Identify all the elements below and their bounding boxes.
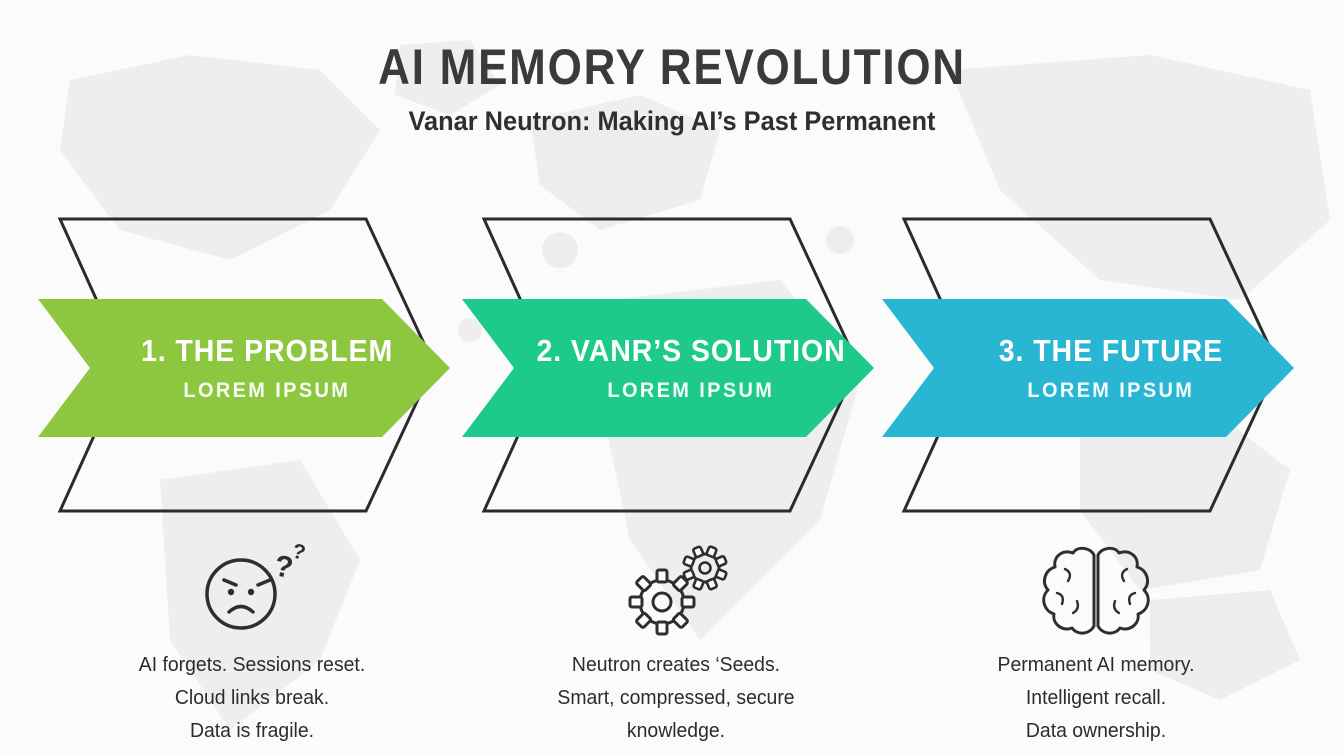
brain-icon <box>1042 546 1150 635</box>
step-description: Neutron creates ‘Seeds. Smart, compresse… <box>463 649 890 748</box>
step-arrow-shape <box>462 299 874 437</box>
step-icon-area <box>456 537 896 641</box>
step-description-line: Neutron creates ‘Seeds. <box>571 654 781 676</box>
step-description-line: Smart, compressed, secure <box>557 687 795 709</box>
step-icon-area: ? ? <box>32 537 472 641</box>
step-description-line: AI forgets. Sessions reset. <box>138 654 366 676</box>
step-chevron-graphic <box>462 217 874 513</box>
step-description-line: Data ownership. <box>1025 720 1167 742</box>
step-1-problem: 1. THE PROBLEM LOREM IPSUM ? ? A <box>32 215 472 748</box>
step-2-solution: 2. VANR’S SOLUTION LOREM IPSUM <box>456 215 896 748</box>
step-description-line: Permanent AI memory. <box>997 654 1195 676</box>
step-description: AI forgets. Sessions reset. Cloud links … <box>39 649 466 748</box>
gears-icon <box>628 545 728 636</box>
step-description-line: Cloud links break. <box>174 687 330 709</box>
step-icon-area <box>876 537 1316 641</box>
step-chevron-graphic <box>38 217 450 513</box>
step-description: Permanent AI memory. Intelligent recall.… <box>883 649 1310 748</box>
step-description-line: knowledge. <box>626 720 726 742</box>
world-map-shapes <box>60 40 1330 730</box>
step-chevron-graphic <box>882 217 1294 513</box>
step-description-line: Intelligent recall. <box>1025 687 1167 709</box>
svg-text:?: ? <box>272 549 296 585</box>
sad-face-icon: ? ? <box>205 540 308 630</box>
step-description-line: Data is fragile. <box>189 720 315 742</box>
step-arrow-shape <box>882 299 1294 437</box>
header: AI MEMORY REVOLUTION Vanar Neutron: Maki… <box>0 42 1344 135</box>
page-title: AI MEMORY REVOLUTION <box>378 39 966 95</box>
step-3-future: 3. THE FUTURE LOREM IPSUM Perm <box>876 215 1316 748</box>
svg-text:?: ? <box>290 540 308 565</box>
step-arrow-shape <box>38 299 450 437</box>
page-subtitle: Vanar Neutron: Making AI’s Past Permanen… <box>408 106 936 136</box>
